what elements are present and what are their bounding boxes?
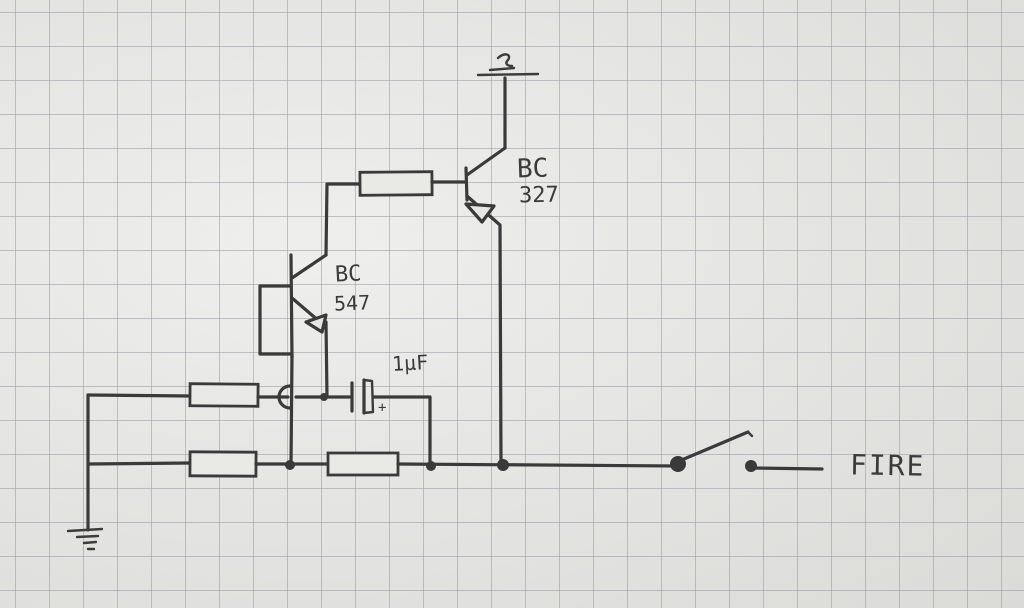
q2-type-label: BC xyxy=(516,153,549,185)
q2-number-label: 327 xyxy=(518,182,559,209)
resistor-r4 xyxy=(358,170,434,197)
output-fire-label: FIRE xyxy=(849,448,926,483)
transistor-q2 xyxy=(464,76,507,466)
resistor-r2 xyxy=(188,450,258,478)
wire-crossover-hop xyxy=(277,384,292,410)
upper-branch-wire xyxy=(86,393,192,398)
q1-number-label: 547 xyxy=(333,290,371,316)
cap-right-wire xyxy=(372,395,432,468)
fire-switch xyxy=(670,430,824,472)
transistor-q1 xyxy=(258,253,329,467)
capacitor-polarity-label: + xyxy=(378,400,387,416)
lower-bus-right-wire xyxy=(396,462,680,468)
q1-type-label: BC xyxy=(334,261,363,288)
resistor-r1 xyxy=(188,382,260,408)
lower-bus-left-wire xyxy=(86,461,192,466)
junction-q2-bus xyxy=(497,459,509,471)
resistor-r3 xyxy=(326,451,400,477)
capacitor-1uf xyxy=(350,378,375,415)
supply-symbol-top xyxy=(476,53,540,77)
q1-collector-wire xyxy=(324,182,362,257)
junction-cap-bus xyxy=(426,461,436,471)
ground-symbol-bottom xyxy=(66,527,104,551)
capacitor-value-label: 1µF xyxy=(391,350,429,376)
